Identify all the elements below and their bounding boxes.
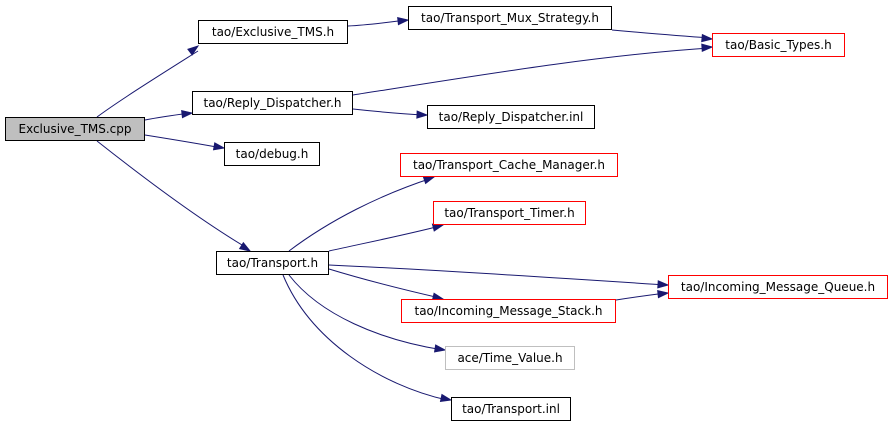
- node-transport-timer-h[interactable]: tao/Transport_Timer.h: [433, 201, 586, 225]
- edge-transport-to-transport-inl: [282, 274, 448, 401]
- node-reply-dispatcher-h[interactable]: tao/Reply_Dispatcher.h: [192, 91, 353, 115]
- edge-mux-strategy-to-basic-types: [611, 29, 711, 39]
- node-transport-h[interactable]: tao/Transport.h: [216, 251, 329, 275]
- edge-cpp-to-reply-dispatcher-h-arrowhead: [181, 110, 194, 119]
- node-incoming-message-stack-h[interactable]: tao/Incoming_Message_Stack.h: [401, 299, 616, 323]
- edge-exclusive-to-mux-strategy-arrowhead: [397, 16, 410, 26]
- node-exclusive-tms-cpp[interactable]: Exclusive_TMS.cpp: [5, 117, 145, 141]
- edge-reply-to-basic-types-arrowhead: [701, 43, 714, 52]
- node-debug-h[interactable]: tao/debug.h: [224, 142, 320, 166]
- edge-transport-to-time-value: [288, 274, 444, 351]
- edge-transport-to-incoming-queue: [328, 264, 667, 286]
- edge-cpp-to-transport-h-arrowhead: [238, 241, 252, 252]
- edge-transport-to-incoming-stack: [328, 268, 441, 299]
- edge-transport-to-cache-manager: [288, 177, 433, 252]
- node-exclusive-tms-h[interactable]: tao/Exclusive_TMS.h: [198, 20, 348, 44]
- edge-reply-to-reply-inl-arrowhead: [416, 110, 429, 119]
- edge-exclusive-to-mux-strategy: [347, 19, 407, 27]
- edge-cpp-to-debug-h: [144, 134, 223, 149]
- edge-reply-to-basic-types: [352, 47, 711, 96]
- edge-reply-to-reply-inl: [352, 108, 426, 116]
- node-transport-mux-strategy-h[interactable]: tao/Transport_Mux_Strategy.h: [408, 6, 612, 30]
- node-reply-dispatcher-inl[interactable]: tao/Reply_Dispatcher.inl: [427, 105, 595, 129]
- edge-transport-to-timer-arrowhead: [431, 223, 445, 232]
- edge-mux-strategy-to-basic-types-arrowhead: [701, 33, 714, 43]
- edge-transport-to-incoming-queue-arrowhead: [657, 280, 670, 289]
- edge-cpp-to-exclusive-tms-h-arrowhead: [187, 45, 200, 56]
- edge-transport-to-time-value-arrowhead: [433, 344, 447, 353]
- edge-stack-to-incoming-queue-arrowhead: [657, 289, 670, 299]
- edge-cpp-to-exclusive-tms-h: [96, 50, 199, 118]
- edge-transport-to-cache-manager-arrowhead: [422, 176, 436, 185]
- node-transport-cache-manager-h[interactable]: tao/Transport_Cache_Manager.h: [400, 153, 618, 177]
- edge-cpp-to-transport-h: [96, 140, 248, 249]
- node-time-value-h[interactable]: ace/Time_Value.h: [445, 346, 575, 370]
- edge-cpp-to-debug-h-arrowhead: [212, 142, 226, 151]
- edge-transport-to-timer: [328, 225, 441, 252]
- node-incoming-message-queue-h[interactable]: tao/Incoming_Message_Queue.h: [668, 275, 888, 299]
- edge-transport-to-transport-inl-arrowhead: [439, 393, 453, 402]
- node-transport-inl[interactable]: tao/Transport.inl: [451, 397, 571, 421]
- node-basic-types-h[interactable]: tao/Basic_Types.h: [712, 33, 845, 57]
